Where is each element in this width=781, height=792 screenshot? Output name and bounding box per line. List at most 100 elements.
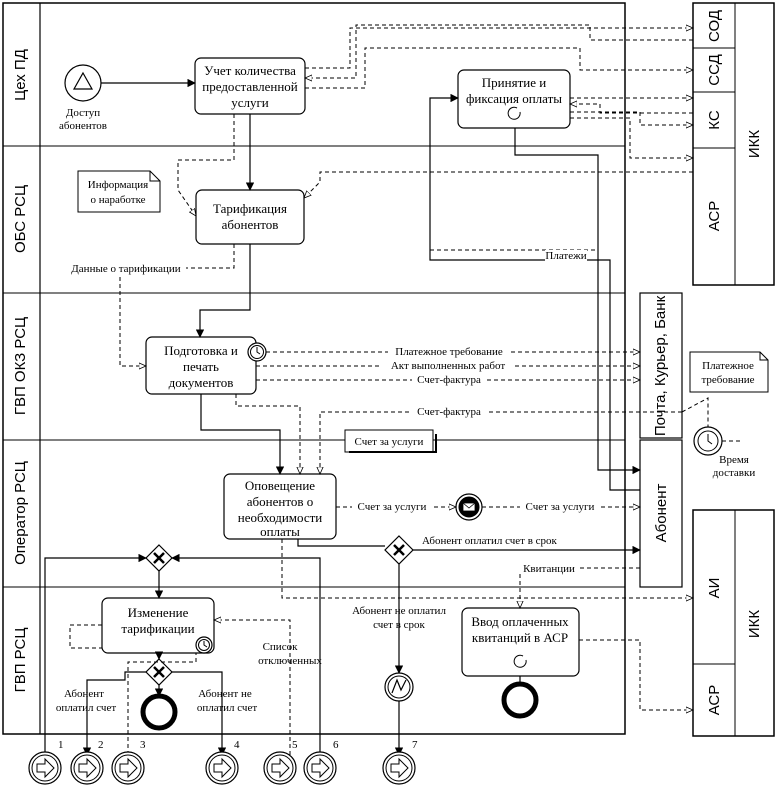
lane-label-gvp-rsc: ГВП РСЦ bbox=[12, 628, 29, 693]
svg-text:Изменение: Изменение bbox=[128, 605, 189, 620]
svg-text:о наработке: о наработке bbox=[90, 194, 145, 206]
timer-label: Время bbox=[719, 454, 749, 466]
envelope-icon bbox=[462, 502, 476, 512]
svg-text:6: 6 bbox=[333, 739, 339, 751]
svg-text:1: 1 bbox=[58, 739, 64, 751]
ikk-top-pool bbox=[692, 2, 775, 286]
main-pool bbox=[2, 2, 626, 735]
end-event-tariff bbox=[140, 693, 178, 731]
link-event-2[interactable]: 2 bbox=[70, 739, 104, 785]
gateway-tariff bbox=[145, 658, 173, 686]
svg-text:оплаты: оплаты bbox=[260, 524, 300, 539]
link-arrow-icon bbox=[311, 757, 330, 779]
clock-icon bbox=[707, 434, 713, 445]
svg-text:Ввод оплаченных: Ввод оплаченных bbox=[471, 614, 569, 629]
ikk-top-lane-ks: КС bbox=[706, 110, 723, 130]
task-prepare-docs[interactable]: Подготовка и печать документов bbox=[145, 336, 267, 395]
label-not-paid: Абонент не bbox=[198, 688, 252, 700]
annotation-invoice: Счет за услуги bbox=[344, 429, 437, 453]
label-disconnect-2: отключенных bbox=[258, 655, 322, 667]
start-label: Доступ bbox=[66, 107, 100, 119]
label-not-paid-on-time: Абонент не оплатил bbox=[352, 605, 446, 617]
label-payment-req: Платежное требование bbox=[395, 346, 503, 358]
start-label-2: абонентов bbox=[59, 120, 107, 132]
link-arrow-icon bbox=[36, 757, 55, 779]
task-enter-receipts[interactable]: Ввод оплаченных квитанций в АСР bbox=[461, 607, 580, 677]
message-event bbox=[455, 493, 483, 521]
lane-label-operator: Оператор РСЦ bbox=[12, 461, 29, 565]
svg-text:абонентов о: абонентов о bbox=[247, 494, 313, 509]
label-not-paid-on-time-2: счет в срок bbox=[373, 619, 425, 631]
link-event-7[interactable]: 7 bbox=[382, 739, 418, 785]
label-receipts: Квитанции bbox=[523, 563, 575, 575]
task-accounting[interactable]: Учет количества предоставленной услуги bbox=[194, 57, 306, 115]
svg-text:предоставленной: предоставленной bbox=[202, 79, 298, 94]
label-bill-1: Счет за услуги bbox=[358, 501, 427, 513]
link-event-3[interactable]: 3 bbox=[111, 739, 146, 785]
link-event-6[interactable]: 6 bbox=[303, 739, 339, 785]
svg-text:4: 4 bbox=[234, 739, 240, 751]
svg-text:Оповещение: Оповещение bbox=[245, 478, 315, 493]
task-notify[interactable]: Оповещение абонентов о необходимости опл… bbox=[223, 473, 337, 540]
svg-text:услуги: услуги bbox=[231, 95, 269, 110]
link-event-5[interactable]: 5 bbox=[263, 739, 298, 785]
loop-icon bbox=[507, 106, 521, 120]
label-tariff-data: Данные о тарификации bbox=[71, 263, 180, 275]
subscriber-pool-label: Абонент bbox=[653, 484, 670, 543]
subscriber-pool bbox=[639, 439, 683, 588]
label-not-paid-2: оплатил счет bbox=[197, 702, 257, 714]
label-disconnect: Список bbox=[263, 641, 298, 653]
svg-text:необходимости: необходимости bbox=[238, 510, 323, 525]
svg-text:2: 2 bbox=[98, 739, 104, 751]
svg-text:3: 3 bbox=[140, 739, 146, 751]
label-paid: Абонент bbox=[64, 688, 104, 700]
svg-text:Счет за услуги: Счет за услуги bbox=[355, 436, 424, 448]
start-event[interactable] bbox=[64, 64, 102, 102]
link-event-4[interactable]: 4 bbox=[205, 739, 240, 785]
task-change-tariff[interactable]: Изменение тарификации bbox=[101, 597, 215, 654]
svg-text:требование: требование bbox=[701, 374, 754, 386]
ikk-top-lane-ssd: ССД bbox=[706, 54, 723, 86]
lane-label-gvp-okz: ГВП ОКЗ РСЦ bbox=[12, 317, 29, 415]
lane-label-obs-rsc: ОБС РСЦ bbox=[12, 185, 29, 253]
lane-label-tsekh-pd: Цех ПД bbox=[12, 49, 29, 101]
ikk-bottom-lane-ai: АИ bbox=[706, 578, 723, 599]
link-arrow-icon bbox=[271, 757, 290, 779]
error-event bbox=[384, 672, 414, 702]
svg-text:фиксация оплаты: фиксация оплаты bbox=[466, 91, 562, 106]
link-arrow-icon bbox=[390, 757, 409, 779]
svg-text:Информация: Информация bbox=[88, 179, 148, 191]
task-tariffing[interactable]: Тарификация абонентов bbox=[195, 189, 305, 245]
timer-label-2: доставки bbox=[713, 467, 756, 479]
label-invoice-2: Счет-фактура bbox=[417, 406, 481, 418]
svg-text:Подготовка и: Подготовка и bbox=[164, 343, 238, 358]
svg-text:квитанций в АСР: квитанций в АСР bbox=[472, 630, 568, 645]
ikk-bottom-title: ИКК bbox=[746, 610, 763, 639]
annotation-info: Информация о наработке bbox=[77, 170, 161, 213]
link-arrow-icon bbox=[78, 757, 97, 779]
svg-text:Принятие и: Принятие и bbox=[482, 75, 546, 90]
label-paid-on-time: Абонент оплатил счет в срок bbox=[422, 535, 558, 547]
link-arrow-icon bbox=[119, 757, 138, 779]
label-act: Акт выполненных работ bbox=[391, 360, 506, 372]
lightning-icon bbox=[391, 678, 407, 694]
ikk-top-lane-asr: АСР bbox=[706, 201, 723, 232]
svg-text:5: 5 bbox=[292, 739, 298, 751]
end-event-receipts bbox=[501, 681, 539, 719]
label-bill-2: Счет за услуги bbox=[526, 501, 595, 513]
svg-text:Платежное: Платежное bbox=[702, 360, 754, 372]
triangle-icon bbox=[72, 71, 94, 90]
svg-text:документов: документов bbox=[169, 375, 234, 390]
task-payment-accept[interactable]: Принятие и фиксация оплаты bbox=[457, 69, 571, 129]
gateway-paid bbox=[384, 535, 414, 565]
ikk-bottom-lane-asr: АСР bbox=[706, 685, 723, 716]
label-payments: Платежи bbox=[545, 250, 586, 262]
svg-text:тарификации: тарификации bbox=[121, 621, 194, 636]
loop-icon bbox=[513, 654, 527, 668]
annotation-payment-req: Платежное требование bbox=[689, 351, 769, 393]
svg-text:Тарификация: Тарификация bbox=[213, 201, 287, 216]
svg-text:Учет количества: Учет количества bbox=[204, 63, 296, 78]
link-event-1[interactable]: 1 bbox=[28, 739, 64, 785]
post-pool-label: Почта, Курьер, Банк bbox=[652, 295, 669, 436]
ikk-top-title: ИКК bbox=[746, 130, 763, 159]
